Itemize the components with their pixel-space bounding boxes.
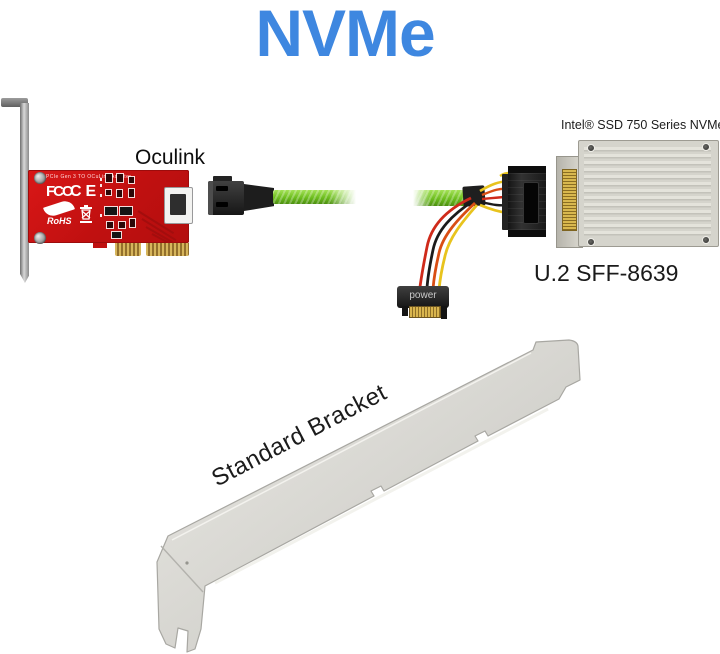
screw-icon xyxy=(34,172,46,184)
u2-plug-flange xyxy=(508,166,546,173)
smd-component xyxy=(106,174,112,182)
card-edge-tab xyxy=(93,243,107,248)
via-dot xyxy=(100,178,102,181)
screw-icon xyxy=(702,143,710,151)
oculink-port-slot xyxy=(170,194,186,215)
adapter-card: PCIe Gen 3 TO OCuLink Adapter FCC CE RoH… xyxy=(28,170,193,249)
smd-component xyxy=(117,174,123,182)
ssd-label: Intel® SSD 750 Series NVMe xyxy=(561,118,720,132)
page-title: NVMe xyxy=(255,0,435,70)
smd-component xyxy=(106,190,111,195)
plug-latch xyxy=(213,176,232,182)
cable-right-segment xyxy=(411,190,467,206)
power-label: power xyxy=(409,290,437,301)
smd-component xyxy=(129,177,134,183)
via-dot xyxy=(100,194,102,197)
screw-icon xyxy=(587,144,595,152)
ssd-drive xyxy=(578,140,719,247)
fcc-logo: FCC xyxy=(46,183,73,200)
screw-icon xyxy=(34,232,46,244)
rohs-logo: RoHS xyxy=(47,216,72,226)
u2-plug-slot xyxy=(523,182,539,224)
pci-bracket-tab xyxy=(1,98,28,107)
cable-fade xyxy=(411,190,431,206)
pcie-fingers xyxy=(115,243,141,256)
power-pins xyxy=(402,306,447,319)
smd-component xyxy=(129,189,134,197)
ssd-connector-contacts xyxy=(562,169,577,231)
pci-bracket-strip xyxy=(20,103,29,283)
oculink-label: Oculink xyxy=(135,146,206,169)
smd-component xyxy=(112,232,121,238)
u2-plug-step xyxy=(502,174,510,230)
oculink-port xyxy=(164,187,193,224)
plug-front-face xyxy=(208,181,213,215)
cable-left-segment xyxy=(273,190,359,204)
ssd-heatsink-ridges xyxy=(584,147,711,238)
power-tooth xyxy=(402,306,408,316)
sata-power-connector: power xyxy=(397,286,449,308)
board-text: PCIe Gen 3 TO OCuLink Adapter xyxy=(46,174,132,180)
oculink-plug xyxy=(208,181,244,215)
smd-component xyxy=(119,222,125,228)
u2-plug-flange xyxy=(508,230,546,237)
via-dot xyxy=(100,214,102,217)
plug-detail xyxy=(216,202,228,207)
smd-component xyxy=(120,207,132,215)
via-dot xyxy=(100,184,102,187)
pcie-fingers xyxy=(146,243,189,256)
plug-detail xyxy=(216,186,228,191)
smd-component xyxy=(107,222,113,228)
cable-boot xyxy=(244,184,274,211)
cable-junction xyxy=(462,185,486,207)
screw-icon xyxy=(587,238,595,246)
smd-component xyxy=(130,219,135,227)
u2-plug xyxy=(508,166,546,237)
smd-component xyxy=(117,190,122,197)
cable-fade xyxy=(328,190,359,204)
smd-component xyxy=(105,207,117,215)
weee-bin-icon xyxy=(80,205,92,223)
power-tooth xyxy=(441,306,447,319)
screw-icon xyxy=(702,236,710,244)
power-gold-pins xyxy=(409,306,441,318)
bracket-label: Standard Bracket xyxy=(207,378,392,493)
u2-sff-label: U.2 SFF-8639 xyxy=(534,260,679,286)
ce-logo: CE xyxy=(70,183,101,200)
